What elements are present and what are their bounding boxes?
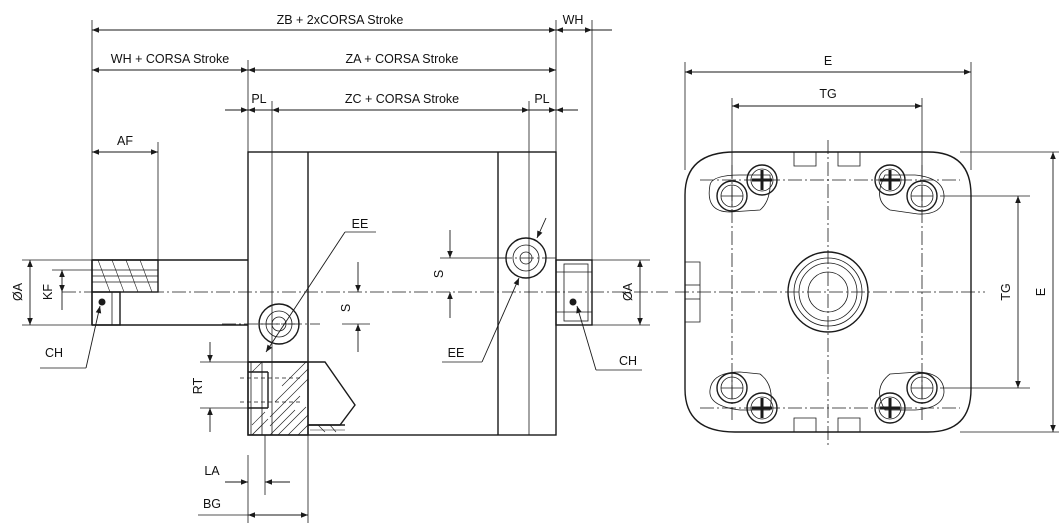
extension-lines (22, 20, 650, 523)
label-bg: BG (203, 497, 221, 511)
port-right (498, 237, 556, 279)
label-oa-right: ØA (621, 282, 635, 301)
label-s-right: S (432, 270, 446, 278)
leader-lines (40, 217, 642, 371)
label-wh-corsa: WH + CORSA Stroke (111, 52, 229, 66)
dimension-labels: ZB + 2xCORSA Stroke WH WH + CORSA Stroke… (11, 13, 637, 511)
cylinder-body (247, 101, 557, 436)
front-center-lines (675, 140, 985, 445)
label-zb: ZB + 2xCORSA Stroke (277, 13, 404, 27)
end-cap-outline (684, 151, 972, 433)
label-s-left: S (339, 304, 353, 312)
piston-rod-left (91, 259, 248, 326)
label-ch-left: CH (45, 346, 63, 360)
label-zc: ZC + CORSA Stroke (345, 92, 459, 106)
label-za: ZA + CORSA Stroke (346, 52, 459, 66)
label-wh-top: WH (563, 13, 584, 27)
label-tg-top: TG (819, 87, 836, 101)
front-dimension-labels: E TG TG E (819, 54, 1048, 301)
label-pl-right: PL (534, 92, 549, 106)
piston-rod-right (555, 259, 593, 326)
label-ch-right: CH (619, 354, 637, 368)
side-view: ZB + 2xCORSA Stroke WH WH + CORSA Stroke… (11, 13, 668, 523)
corner-lobes (708, 174, 945, 411)
dimension-lines (27, 27, 643, 518)
label-ee-left: EE (352, 217, 369, 231)
section-detail (240, 361, 356, 436)
label-rt: RT (191, 377, 205, 394)
label-ee-right: EE (448, 346, 465, 360)
label-kf: KF (41, 284, 55, 300)
label-la: LA (204, 464, 220, 478)
front-extension-lines (684, 62, 1059, 433)
front-dimension-lines (685, 69, 1056, 432)
label-af: AF (117, 134, 133, 148)
label-e-side: E (1034, 288, 1048, 296)
label-oa-left: ØA (11, 282, 25, 301)
front-view: E TG TG E (675, 54, 1059, 445)
label-pl-left: PL (251, 92, 266, 106)
label-tg-side: TG (999, 283, 1013, 300)
label-e-top: E (824, 54, 832, 68)
